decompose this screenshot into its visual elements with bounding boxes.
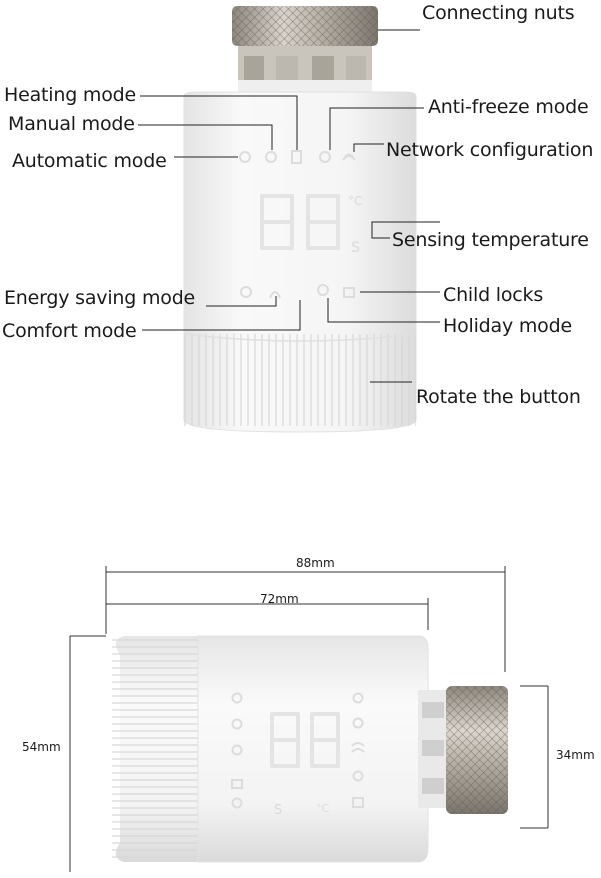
dim-body-diameter: 54mm <box>22 740 61 754</box>
manual-mode-icon <box>265 151 277 163</box>
label-holiday-mode: Holiday mode <box>443 315 572 337</box>
dim-body-length: 72mm <box>260 592 299 606</box>
label-anti-freeze-mode: Anti-freeze mode <box>428 96 589 118</box>
connecting-nut-top <box>232 6 378 94</box>
leader-lines-top <box>138 29 440 383</box>
label-sensing-temperature: Sensing temperature <box>392 229 589 251</box>
network-icon <box>342 153 356 161</box>
dim-nut-diameter: 34mm <box>556 748 595 762</box>
dim-total-length: 88mm <box>296 556 335 570</box>
top-thermostat: °C S <box>138 6 440 433</box>
label-energy-saving-mode: Energy saving mode <box>4 287 196 309</box>
anti-freeze-icon <box>319 151 331 163</box>
automatic-mode-icon <box>239 151 251 163</box>
label-connecting-nuts: Connecting nuts <box>422 2 575 24</box>
label-comfort-mode: Comfort mode <box>2 320 137 342</box>
s-unit-side: S <box>274 803 282 818</box>
segment-display-top <box>260 194 340 250</box>
energy-saving-icon <box>240 286 252 298</box>
heating-mode-icon <box>291 150 302 164</box>
label-manual-mode: Manual mode <box>8 113 135 135</box>
connecting-nut-side <box>446 686 508 814</box>
label-heating-mode: Heating mode <box>4 84 136 106</box>
celsius-unit-top: °C <box>348 194 362 208</box>
label-automatic-mode: Automatic mode <box>12 150 167 172</box>
child-lock-icon <box>343 287 355 298</box>
label-rotate-button: Rotate the button <box>416 386 581 408</box>
celsius-unit-side: °C <box>316 802 330 815</box>
label-network-configuration: Network configuration <box>386 139 594 161</box>
s-unit-top: S <box>351 240 360 256</box>
comfort-icon <box>269 291 281 299</box>
side-thermostat: S °C <box>69 566 549 872</box>
dimension-lines <box>69 566 549 872</box>
holiday-icon <box>317 284 329 296</box>
label-child-locks: Child locks <box>443 284 544 306</box>
rotate-ring-top <box>184 334 416 426</box>
segment-display-side <box>270 712 340 768</box>
